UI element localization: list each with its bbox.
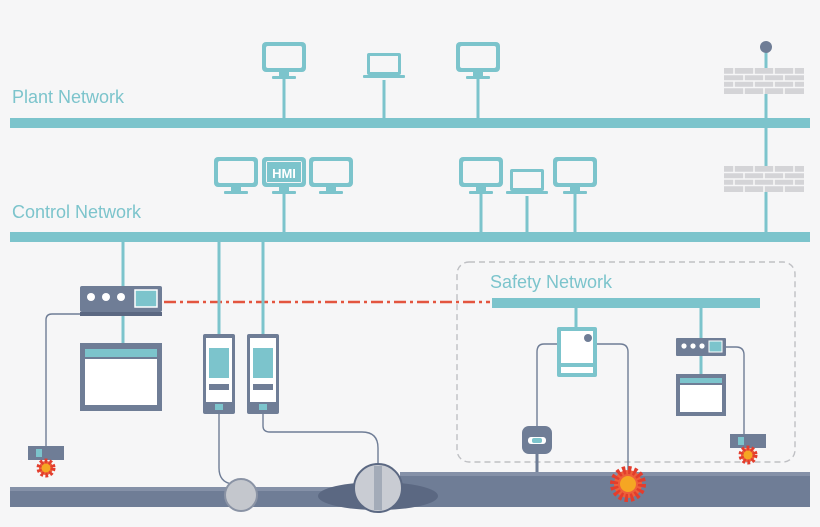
plant-monitor-icon-2 <box>456 42 500 79</box>
valve-icon <box>353 463 403 513</box>
safety-network-bus <box>492 298 760 308</box>
control-network-bus <box>10 232 810 242</box>
control-monitor-icon-3 <box>459 157 503 194</box>
hmi-label: HMI <box>272 166 296 181</box>
antenna-icon <box>760 41 772 53</box>
plant-network-bus <box>10 118 810 128</box>
plant-monitor-icon <box>262 42 306 79</box>
drive-module-icon-2 <box>247 334 279 414</box>
firewall-icon-upper <box>723 67 805 95</box>
safety-switch-icon <box>676 338 726 356</box>
operator-panel-icon <box>80 343 162 411</box>
safety-panel-icon <box>676 374 726 416</box>
plant-laptop-icon <box>363 53 405 78</box>
control-monitor-icon-2 <box>309 157 353 194</box>
safety-zone-boundary <box>456 261 796 463</box>
field-transmitter-right <box>730 434 766 462</box>
drive-module-icon-1 <box>203 334 235 414</box>
network-switch-icon <box>80 286 162 316</box>
control-monitor-icon <box>214 157 258 194</box>
safety-actuator-gear-icon <box>610 466 646 502</box>
hmi-monitor-icon <box>262 157 306 194</box>
safety-sensor-icon <box>522 426 552 472</box>
field-transmitter-left <box>28 446 64 475</box>
control-monitor-icon-4 <box>553 157 597 194</box>
flow-meter-icon <box>224 478 258 512</box>
firewall-icon-lower <box>723 165 805 193</box>
plant-network-label: Plant Network <box>12 87 125 107</box>
process-pipe <box>10 472 810 510</box>
safety-controller-icon <box>557 327 597 377</box>
control-laptop-icon <box>506 169 548 194</box>
safety-network-label: Safety Network <box>490 272 613 292</box>
control-network-label: Control Network <box>12 202 142 222</box>
